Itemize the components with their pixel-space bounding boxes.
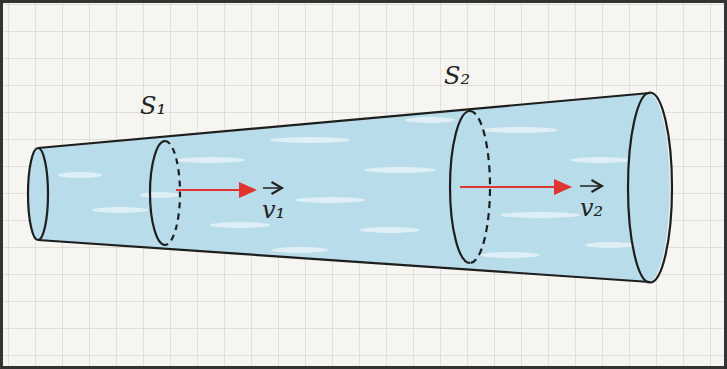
velocity-label: v₁ bbox=[262, 198, 285, 222]
velocity-label: v₂ bbox=[580, 196, 603, 220]
section-label: S₂ bbox=[444, 64, 470, 88]
section-label: S₁ bbox=[140, 94, 166, 118]
